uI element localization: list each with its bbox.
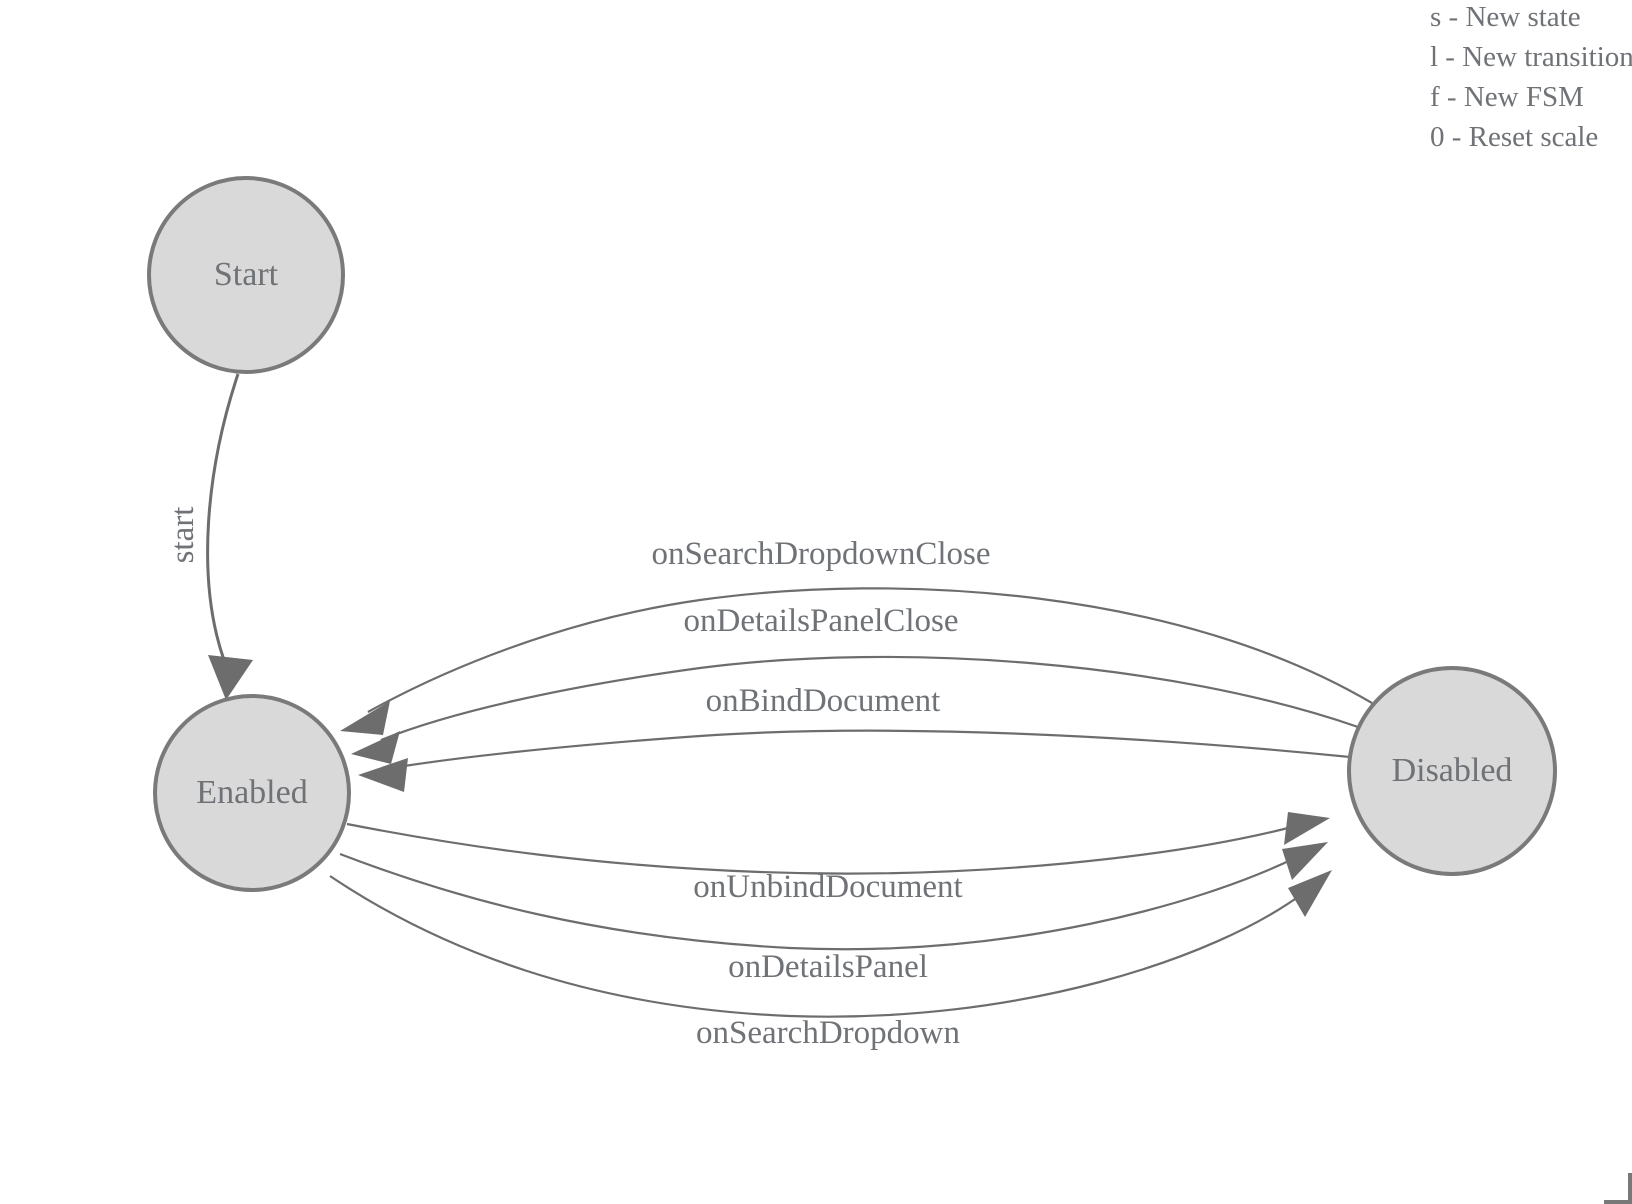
panel-corner-mark	[1604, 1173, 1632, 1204]
edge-label-on-search-dropdown-close: onSearchDropdownClose	[651, 536, 990, 572]
edge-on-search-dropdown[interactable]	[329, 875, 1303, 1018]
node-enabled[interactable]: Enabled	[153, 694, 351, 892]
edge-label-on-unbind-document: onUnbindDocument	[693, 869, 962, 905]
arrowhead-on-search-dropdown-close	[340, 701, 390, 735]
edge-label-group: start onSearchDropdownClose onDetailsPan…	[165, 507, 991, 1051]
node-enabled-circle[interactable]	[153, 694, 351, 892]
edge-group-disabled-to-enabled	[340, 587, 1373, 792]
edge-group-start-to-enabled	[206, 373, 253, 700]
arrowhead-on-unbind-document	[1284, 812, 1330, 845]
legend-line-new-transition: l - New transition	[1430, 41, 1632, 73]
edge-on-search-dropdown-close[interactable]	[367, 587, 1373, 713]
arrowhead-on-details-panel	[1282, 842, 1328, 880]
edge-label-start: start	[165, 507, 201, 564]
legend-line-new-state: s - New state	[1430, 1, 1581, 33]
arrowhead-start	[208, 655, 253, 700]
edge-label-on-search-dropdown: onSearchDropdown	[696, 1015, 960, 1051]
edge-on-details-panel-close[interactable]	[380, 655, 1359, 742]
edge-label-on-bind-document: onBindDocument	[706, 683, 941, 719]
node-disabled-circle[interactable]	[1347, 666, 1557, 876]
node-start[interactable]: Start	[147, 176, 345, 374]
arrowhead-on-bind-document	[358, 758, 408, 792]
arrowhead-on-details-panel-close	[351, 731, 400, 764]
edge-label-on-details-panel: onDetailsPanel	[728, 949, 928, 985]
edge-on-unbind-document[interactable]	[346, 822, 1297, 875]
node-start-label: Start	[214, 256, 279, 293]
edge-label-on-details-panel-close: onDetailsPanelClose	[684, 603, 959, 639]
edge-on-details-panel[interactable]	[339, 852, 1296, 951]
arrowhead-on-search-dropdown	[1288, 870, 1332, 917]
node-start-circle[interactable]	[147, 176, 345, 374]
node-disabled-label: Disabled	[1392, 752, 1513, 789]
legend-panel: s - New state l - New transition f - New…	[1430, 0, 1632, 157]
legend-line-reset-scale: 0 - Reset scale	[1430, 121, 1599, 153]
edge-start[interactable]	[206, 373, 240, 661]
edge-on-bind-document[interactable]	[391, 729, 1351, 770]
node-enabled-label: Enabled	[196, 774, 307, 811]
node-disabled[interactable]: Disabled	[1347, 666, 1557, 876]
edge-group-enabled-to-disabled	[329, 812, 1332, 1018]
legend-line-new-fsm: f - New FSM	[1430, 81, 1584, 113]
